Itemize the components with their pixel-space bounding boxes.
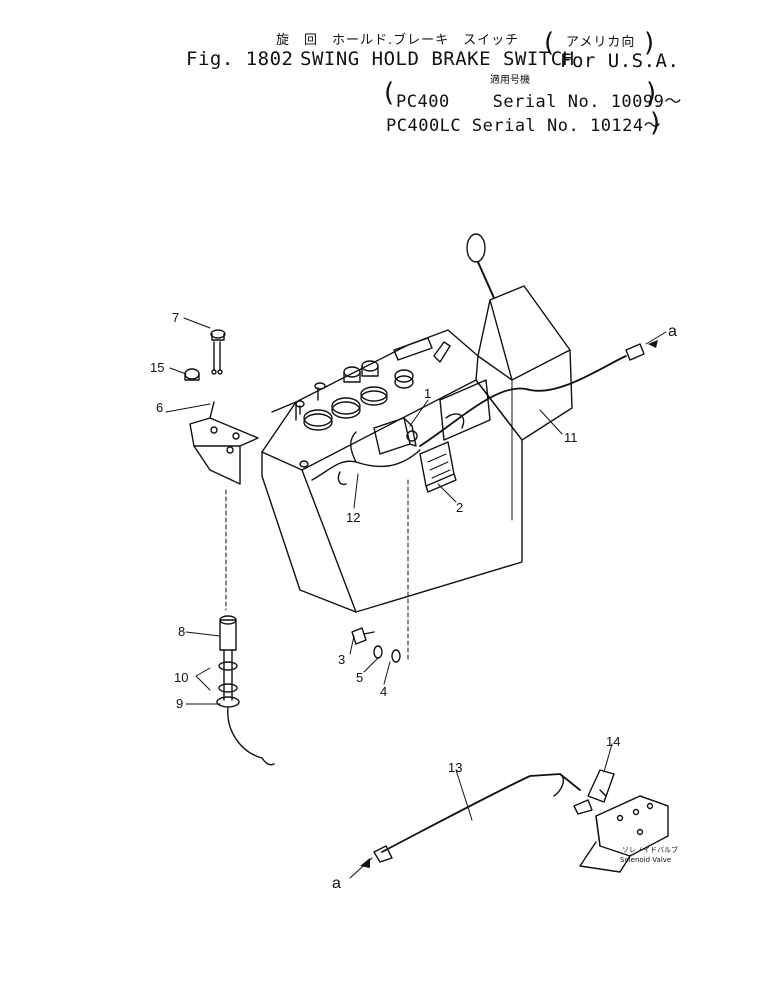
callout-14: 14 xyxy=(606,734,620,749)
title-japanese: 旋 回 ホールド.ブレーキ スイッチ xyxy=(276,33,520,48)
paren-right-2: ) xyxy=(646,78,657,108)
cap-part-15 xyxy=(184,368,200,381)
callout-12: 12 xyxy=(346,510,360,525)
callout-1: 1 xyxy=(424,386,431,401)
operator-console xyxy=(261,329,573,613)
solenoid-valve-part-14 xyxy=(573,769,669,873)
side-panel xyxy=(439,379,491,441)
callout-6: 6 xyxy=(156,400,163,415)
arrowhead-bottom xyxy=(360,858,370,868)
callout-9: 9 xyxy=(176,696,183,711)
cable-part-13 xyxy=(373,773,581,863)
solenoid-label-english: Solenoid Valve xyxy=(620,856,671,864)
connector-label-top: a xyxy=(668,323,677,340)
figure-number: Fig. 1802 xyxy=(186,48,294,70)
callout-7: 7 xyxy=(172,310,179,325)
callout-2: 2 xyxy=(456,500,463,515)
solenoid-label-japanese: ソレノイドバルブ xyxy=(622,845,678,854)
paren-left-1: ( xyxy=(544,28,555,58)
callout-8: 8 xyxy=(178,624,185,639)
callout-leaders xyxy=(165,317,667,879)
market-japanese: アメリカ向 xyxy=(566,35,636,50)
cable-part-11 xyxy=(419,343,645,447)
callout-5: 5 xyxy=(356,670,363,685)
applicable-models-japanese: 適用号機 xyxy=(490,75,530,86)
wiring-harness-part-12 xyxy=(311,431,421,486)
arrowhead-top xyxy=(648,340,658,348)
market-english: For U.S.A. xyxy=(560,50,680,72)
switch-part-7 xyxy=(210,329,226,375)
washer-part-4 xyxy=(391,649,401,663)
callout-numbers: 1 2 3 4 5 6 7 8 9 10 11 12 13 14 15 a a … xyxy=(150,310,678,892)
paren-right-1: ) xyxy=(644,28,655,58)
bolt-part-3 xyxy=(351,627,375,645)
bracket-part-6 xyxy=(189,401,259,485)
serial-pc400: PC400 Serial No. 10099～ xyxy=(396,92,682,112)
washers-part-10 xyxy=(218,661,238,693)
washer-part-5 xyxy=(373,645,383,659)
callout-11: 11 xyxy=(564,430,578,445)
paren-right-3: ) xyxy=(650,108,661,138)
nut-part-9 xyxy=(216,696,275,766)
switch-part-1 xyxy=(373,417,418,455)
callout-13: 13 xyxy=(448,760,462,775)
console-instruments xyxy=(271,337,451,468)
control-lever xyxy=(466,233,571,381)
paren-left-2: ( xyxy=(384,78,395,108)
title-english: SWING HOLD BRAKE SWITCH xyxy=(300,48,575,70)
callout-4: 4 xyxy=(380,684,387,699)
sensor-part-8 xyxy=(219,615,237,701)
relay-part-2 xyxy=(419,441,457,493)
connector-label-bottom: a xyxy=(332,875,341,892)
callout-10: 10 xyxy=(174,670,188,685)
serial-pc400lc: PC400LC Serial No. 10124～ xyxy=(386,116,662,136)
callout-3: 3 xyxy=(338,652,345,667)
callout-15: 15 xyxy=(150,360,164,375)
